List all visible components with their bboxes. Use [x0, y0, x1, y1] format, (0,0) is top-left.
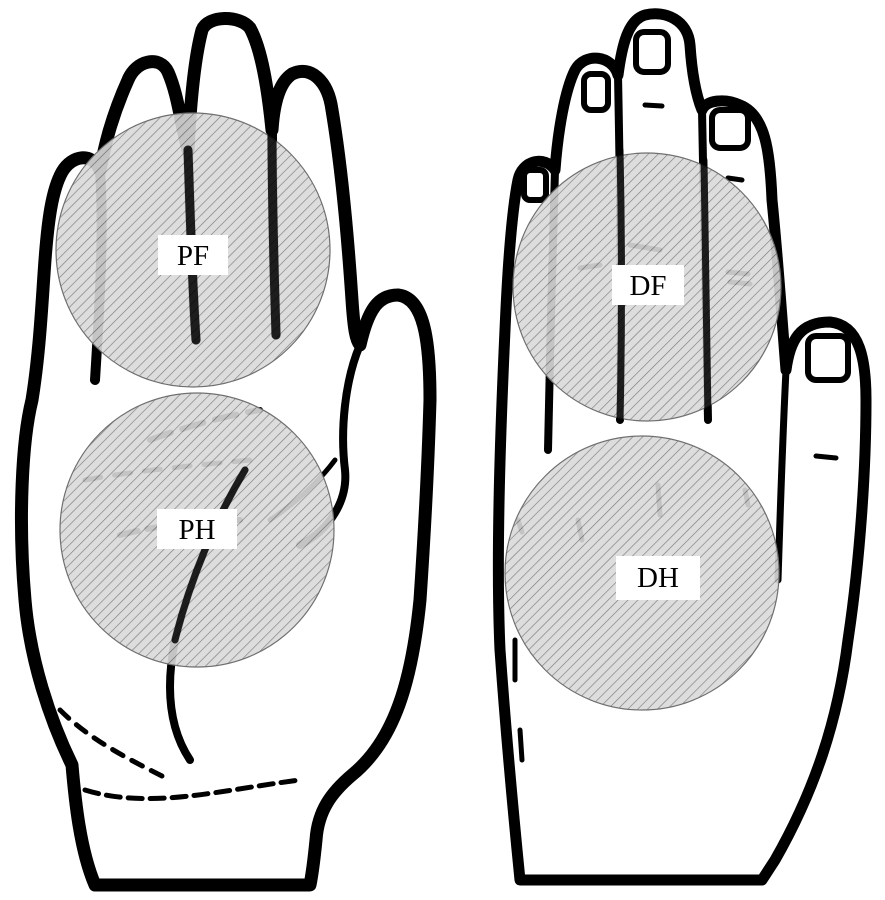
label-dh-text: DH [637, 562, 679, 594]
label-pf-text: PF [177, 240, 209, 272]
dorsal-nail-ring [636, 32, 668, 72]
dorsal-overlay-gap-3 [704, 160, 708, 420]
dorsal-nail-index [524, 170, 546, 200]
palmar-overlay-gap-3 [272, 130, 276, 335]
dorsal-nail-middle [584, 74, 608, 110]
dorsal-nail-thumb [808, 336, 848, 380]
dorsal-nail-little [712, 110, 748, 148]
label-df-text: DF [629, 270, 666, 302]
label-df: DF [612, 265, 684, 305]
label-pf: PF [158, 235, 228, 275]
label-dh: DH [616, 556, 700, 600]
label-ph-text: PH [178, 514, 215, 546]
label-ph: PH [157, 509, 237, 549]
